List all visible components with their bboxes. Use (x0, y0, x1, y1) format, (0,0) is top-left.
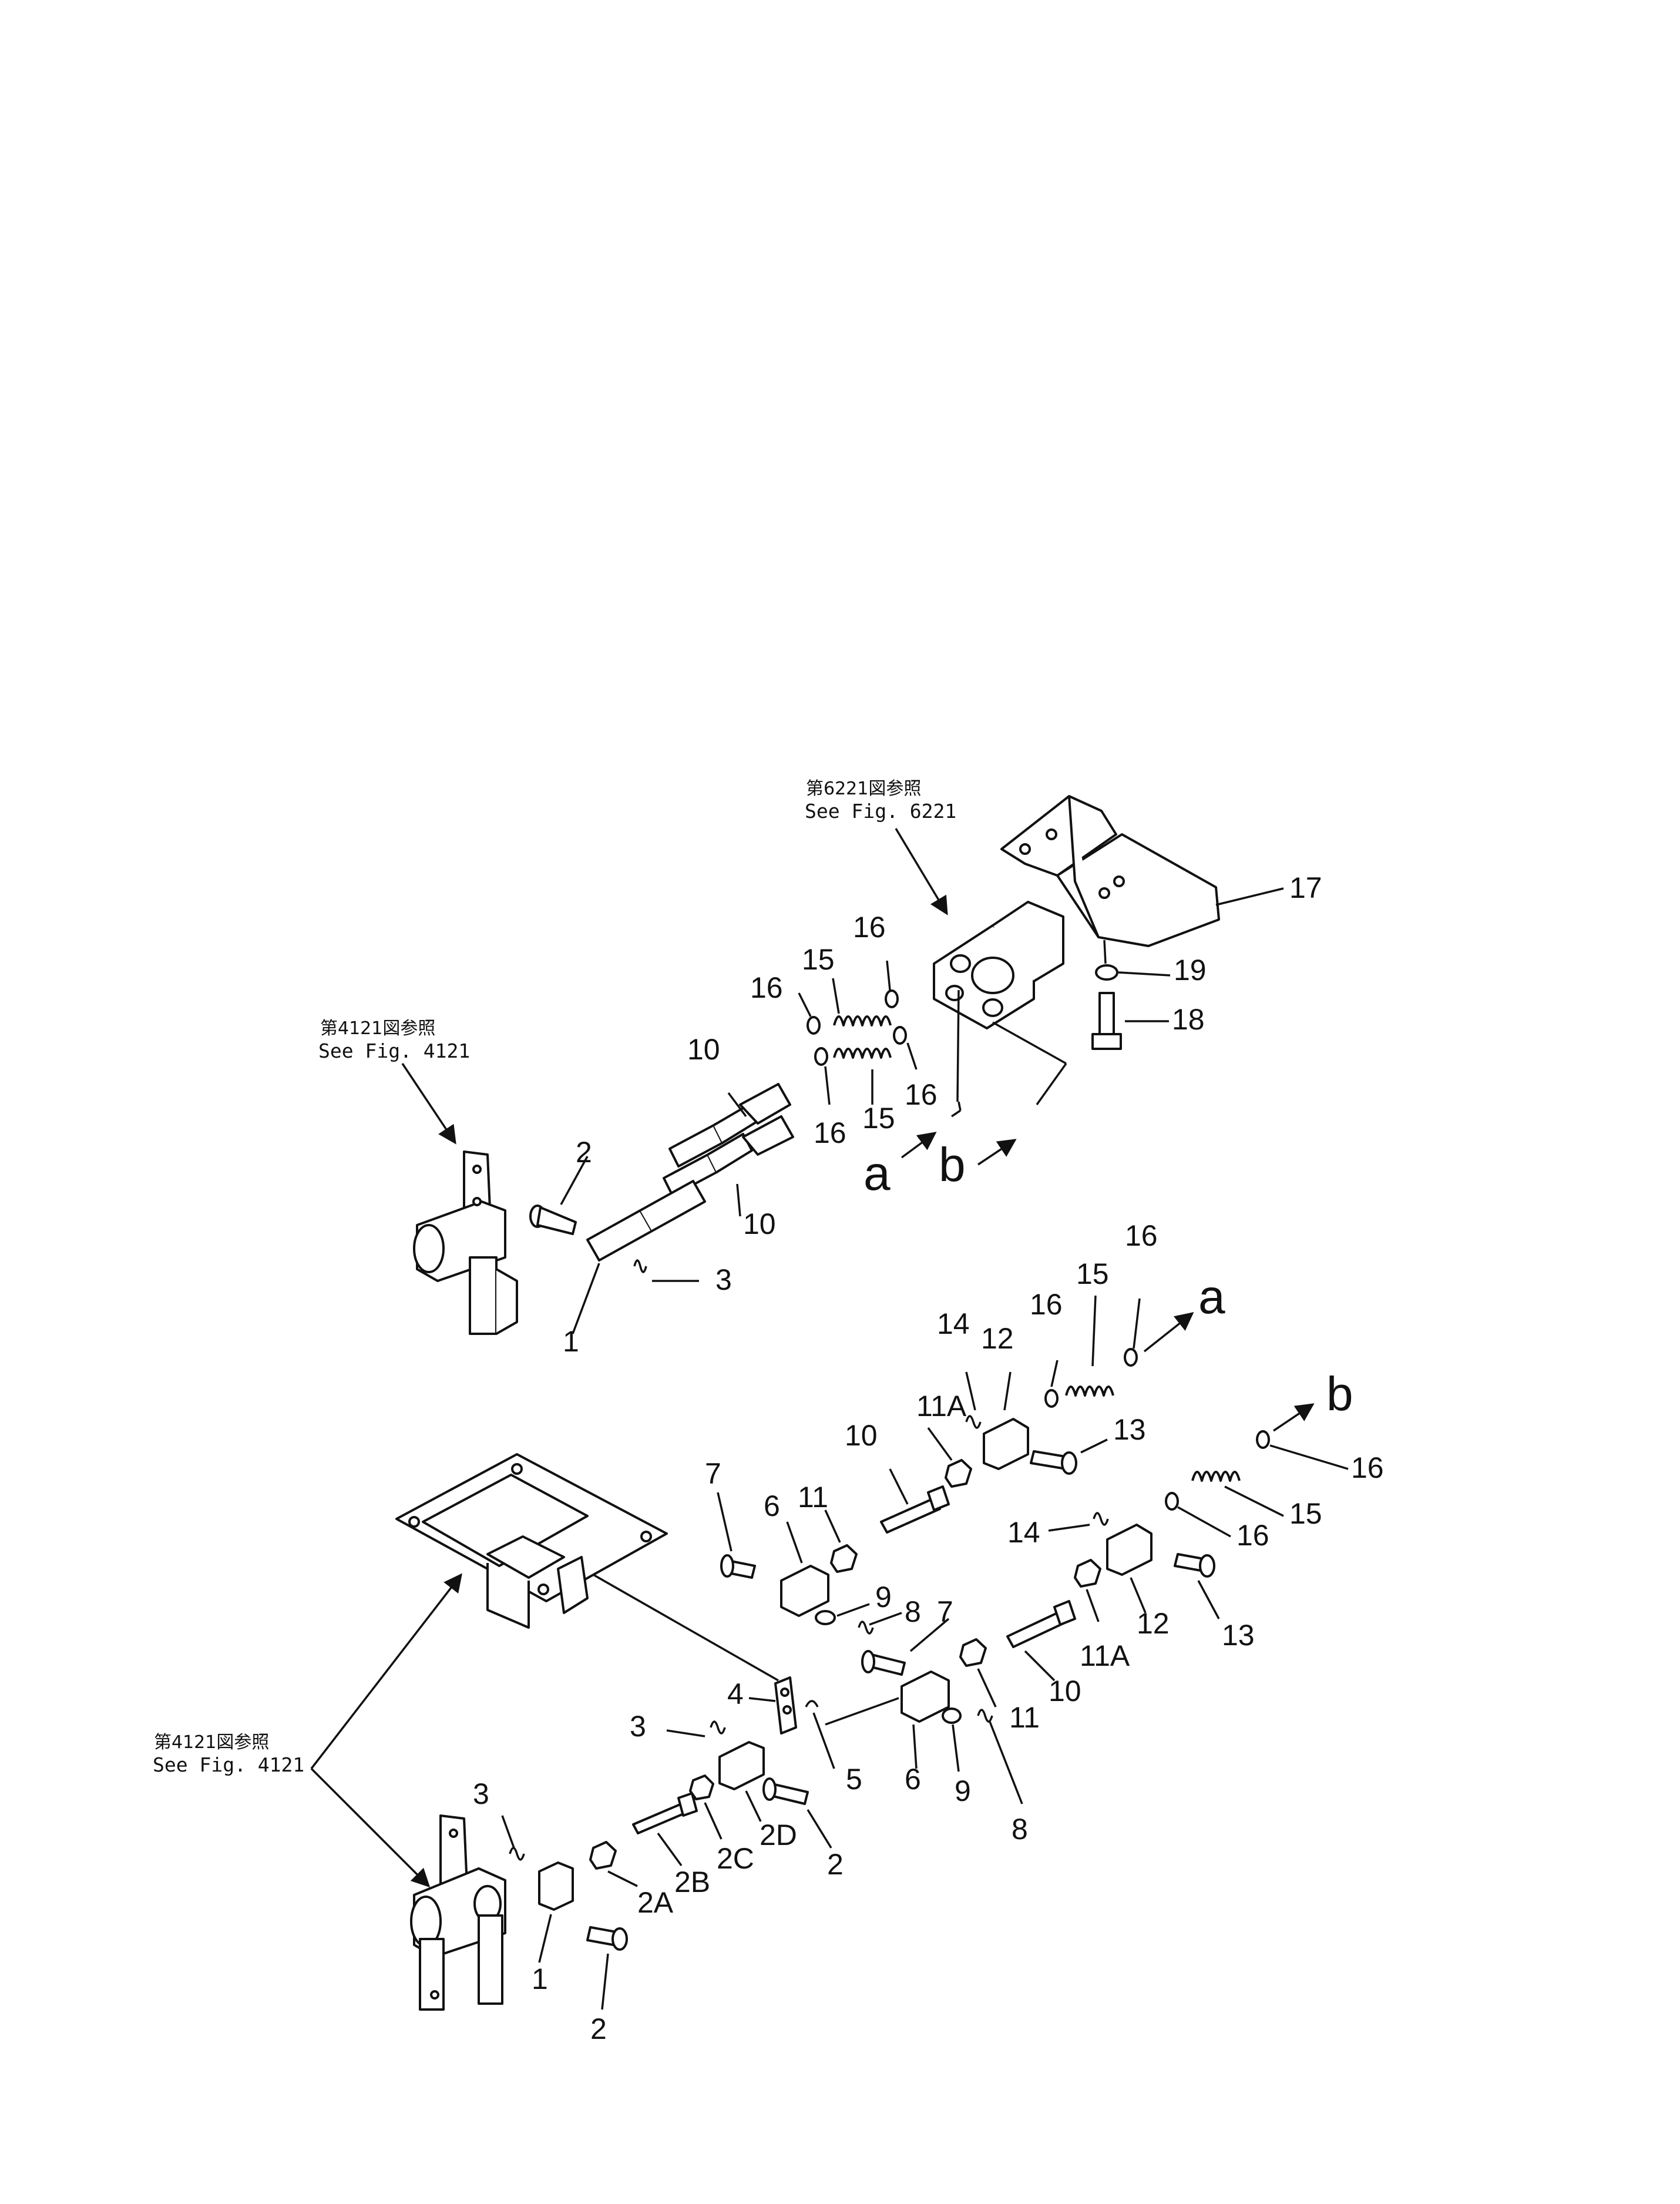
label-3-a: 3 (715, 1263, 732, 1296)
lower-chain-left (501, 1720, 832, 2010)
label-a-1: a (863, 1147, 891, 1200)
label-2-a: 2 (576, 1136, 592, 1169)
label-16-e: 16 (1125, 1219, 1158, 1252)
label-10-b: 10 (743, 1207, 776, 1240)
label-5: 5 (846, 1763, 862, 1796)
label-6-b: 6 (905, 1763, 921, 1796)
label-2A: 2A (637, 1886, 674, 1919)
label-8-a: 8 (905, 1595, 921, 1628)
label-16-h: 16 (1237, 1519, 1269, 1552)
spring-washers-upper (798, 960, 918, 1105)
label-10-d: 10 (1049, 1675, 1081, 1707)
part-18-bolt (1091, 992, 1169, 1050)
ref-en-4121-upper: See Fig. 4121 (318, 1039, 470, 1062)
part-labels: 17 19 18 16 15 16 16 15 16 10 10 2 3 1 a… (473, 871, 1384, 2045)
label-4: 4 (727, 1678, 744, 1710)
label-2-c: 2 (590, 2012, 607, 2045)
bell-crank-4 (748, 1676, 899, 1769)
label-14-b: 14 (1007, 1516, 1040, 1549)
label-11A-a: 11A (916, 1390, 967, 1423)
ref-fig-6221: 第6221図参照 See Fig. 6221 (805, 779, 956, 915)
label-16-c: 16 (905, 1078, 938, 1111)
label-12-a: 12 (981, 1322, 1014, 1355)
ref-fig-4121-lower: 第4121図参照 See Fig. 4121 (153, 1573, 462, 1888)
label-1-a: 1 (563, 1325, 579, 1358)
valve-assembly (933, 901, 1067, 1102)
ref-jp-6221: 第6221図参照 (806, 779, 921, 799)
label-11-b: 11 (1009, 1701, 1040, 1734)
label-19: 19 (1174, 954, 1207, 987)
part-17-bracket (1000, 795, 1284, 947)
label-15-b: 15 (862, 1102, 895, 1135)
label-3-c: 3 (473, 1777, 489, 1810)
lever-upper (413, 1150, 518, 1335)
label-10-a: 10 (687, 1033, 720, 1066)
ref-fig-4121-upper: 第4121図参照 See Fig. 4121 (318, 1018, 470, 1145)
label-12-b: 12 (1137, 1607, 1170, 1640)
label-1-b: 1 (532, 1963, 548, 1995)
ref-jp-4121-lower: 第4121図参照 (154, 1732, 269, 1753)
label-15-a: 15 (802, 943, 835, 976)
lower-chain-upper-row (717, 1371, 1108, 1635)
label-10-c: 10 (845, 1419, 878, 1452)
label-6-a: 6 (764, 1490, 780, 1522)
label-16-d: 16 (814, 1116, 846, 1149)
label-11A-b: 11A (1080, 1639, 1130, 1672)
label-8-b: 8 (1012, 1813, 1028, 1846)
label-7-a: 7 (705, 1457, 721, 1490)
label-15-c: 15 (1076, 1257, 1109, 1290)
ref-jp-4121-upper: 第4121図参照 (320, 1018, 435, 1039)
label-13-a: 13 (1113, 1413, 1146, 1446)
label-b-1: b (939, 1138, 966, 1192)
lever-lower (410, 1814, 506, 2011)
label-11-a: 11 (798, 1481, 828, 1514)
part-2-pin-upper (529, 1156, 589, 1235)
part-1-clevis-upper (572, 1180, 706, 1334)
label-17: 17 (1289, 871, 1322, 904)
label-3-b: 3 (630, 1710, 646, 1743)
spring-washers-lower (1044, 1295, 1349, 1538)
label-16-b: 16 (853, 911, 886, 944)
label-16-g: 16 (1351, 1451, 1384, 1484)
control-plate (395, 1453, 779, 1682)
lower-chain-middle-row (861, 1618, 1023, 1804)
label-16-f: 16 (1030, 1288, 1063, 1321)
label-13-b: 13 (1222, 1619, 1255, 1652)
label-9-a: 9 (875, 1581, 892, 1613)
label-7-b: 7 (937, 1595, 953, 1628)
label-9-b: 9 (955, 1774, 971, 1807)
part-19-washer (1095, 940, 1171, 981)
ref-en-4121-lower: See Fig. 4121 (153, 1753, 304, 1776)
lower-chain-right-row (1006, 1512, 1220, 1682)
linkage-rods-10 (663, 1083, 794, 1217)
label-b-2: b (1326, 1367, 1353, 1421)
label-14-a: 14 (937, 1307, 970, 1340)
ref-en-6221: See Fig. 6221 (805, 800, 956, 823)
label-2B: 2B (674, 1866, 710, 1898)
flow-arrows-upper (901, 1062, 1067, 1166)
label-a-2: a (1198, 1270, 1225, 1324)
label-2-b: 2 (827, 1848, 844, 1881)
label-2D: 2D (760, 1819, 797, 1851)
label-18: 18 (1172, 1003, 1205, 1036)
label-15-d: 15 (1289, 1497, 1322, 1530)
label-2C: 2C (717, 1842, 754, 1875)
label-16-a: 16 (750, 971, 783, 1004)
